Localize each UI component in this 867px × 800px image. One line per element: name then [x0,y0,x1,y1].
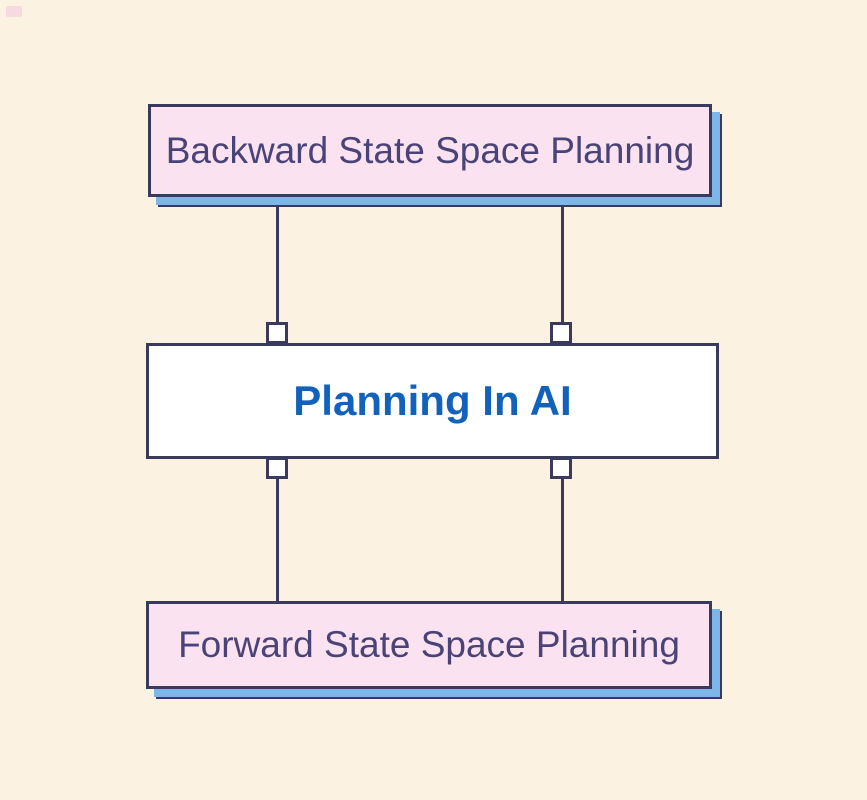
edge-backward-right [561,205,564,324]
edge-forward-right [561,478,564,601]
node-label: Forward State Space Planning [178,624,680,665]
node-label: Backward State Space Planning [165,129,695,171]
corner-artifact [6,6,22,17]
port-top-right [550,322,572,344]
node-forward-state-space-planning: Forward State Space Planning [146,601,712,689]
node-label: Planning In AI [293,377,572,424]
node-planning-in-ai: Planning In AI [146,343,719,459]
port-bottom-left [266,457,288,479]
edge-backward-left [276,205,279,324]
port-bottom-right [550,457,572,479]
node-backward-state-space-planning: Backward State Space Planning [148,104,712,197]
edge-forward-left [276,478,279,601]
port-top-left [266,322,288,344]
